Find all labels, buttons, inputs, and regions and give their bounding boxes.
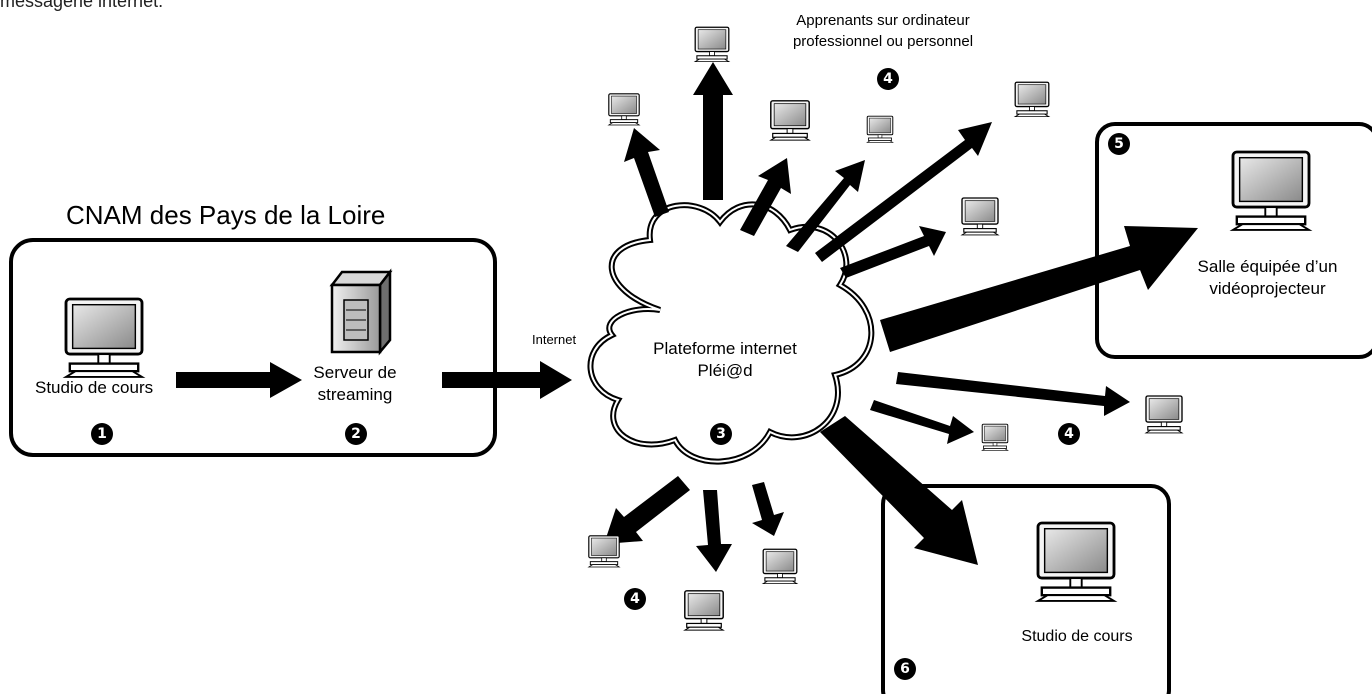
step-badge-2: 2: [345, 423, 367, 445]
platform-label: Plateforme internet Pléi@d: [640, 338, 810, 382]
learner-computer-icon: [684, 590, 724, 631]
learners-label: Apprenants sur ordinateur professionnel …: [758, 10, 1008, 52]
step-badge-5: 5: [1108, 133, 1130, 155]
studio-right-label: Studio de cours: [1021, 628, 1133, 645]
server-label-line1: Serveur de: [313, 363, 397, 382]
learner-computer-icon: [981, 423, 1009, 451]
step-badge-6: 6: [894, 658, 916, 680]
big-arrow-studio: [820, 416, 978, 565]
cnam-title: CNAM des Pays de la Loire: [66, 200, 386, 230]
learner-computer-icon: [588, 535, 620, 568]
learner-computer-icon: [770, 100, 810, 141]
arrow-down-left: [604, 476, 690, 544]
arrow-to-right-pc: [840, 226, 946, 278]
step-badge-4-right: 4: [1058, 423, 1080, 445]
learner-computer-icon: [1145, 395, 1183, 434]
learner-computer-icon: [694, 26, 730, 63]
remote-studio-computer-icon: [1036, 521, 1116, 603]
arrow-up-left: [624, 128, 669, 217]
platform-label-line1: Plateforme internet: [653, 339, 797, 358]
step-badge-4-bottom: 4: [624, 588, 646, 610]
arrow-down: [696, 490, 732, 572]
arrow-up-right-2: [786, 160, 865, 252]
step-badge-1: 1: [91, 423, 113, 445]
platform-label-line2: Pléi@d: [697, 361, 753, 380]
studio-left-label: Studio de cours: [35, 378, 154, 397]
learner-computer-icon: [961, 197, 999, 236]
arrow-right-far: [896, 372, 1130, 416]
step-badge-4-top: 4: [877, 68, 899, 90]
projector-room-label-line2: vidéoprojecteur: [1209, 279, 1326, 298]
arrow-up-right-1: [740, 158, 791, 236]
server-label-line2: streaming: [317, 385, 393, 404]
arrow-right-near: [870, 400, 974, 444]
step-badge-3: 3: [710, 423, 732, 445]
studio-left-computer-icon: [64, 297, 144, 379]
arrow-server-to-internet: [442, 361, 572, 399]
arrow-to-top-right: [815, 122, 992, 262]
learner-computer-icon: [1014, 81, 1050, 118]
projector-room-label-line1: Salle équipée d’un: [1197, 257, 1338, 276]
big-arrow-projector: [880, 226, 1198, 352]
arrow-down-right: [752, 482, 784, 536]
projector-room-computer-icon: [1231, 150, 1311, 232]
arrow-up: [693, 62, 733, 200]
learner-computer-icon: [762, 548, 798, 585]
streaming-server-icon: [329, 268, 393, 356]
top-clipped-text: messagerie internet.: [0, 0, 164, 11]
learner-computer-icon: [608, 93, 640, 126]
learners-label-line1: Apprenants sur ordinateur: [796, 12, 970, 29]
learner-computer-icon: [866, 115, 894, 143]
server-label: Serveur de streaming: [300, 362, 410, 406]
internet-label: Internet: [532, 332, 577, 347]
learners-label-line2: professionnel ou personnel: [792, 33, 974, 50]
projector-room-label: Salle équipée d’un vidéoprojecteur: [1180, 256, 1355, 300]
arrow-studio-to-server: [176, 362, 302, 398]
